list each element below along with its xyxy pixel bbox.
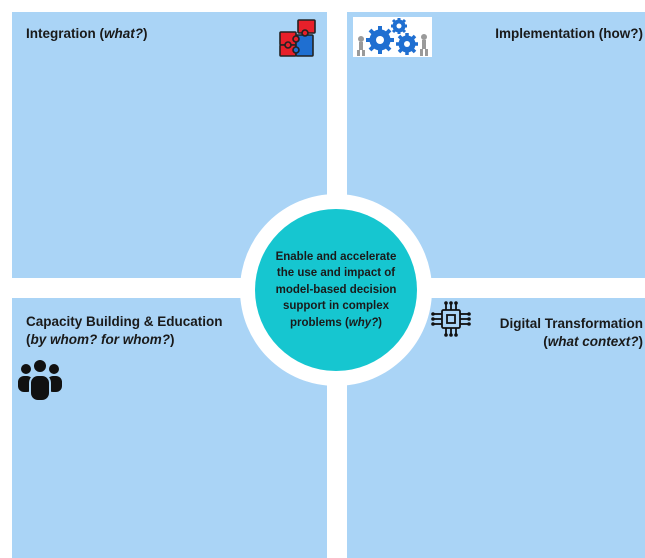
digital-transformation-title: Digital Transformation(what context?): [499, 316, 643, 349]
capacity-building-title: Capacity Building & Education(by whom? f…: [26, 314, 223, 347]
center-circle: Enable and accelerate the use and impact…: [255, 209, 417, 371]
people-icon: [15, 358, 65, 402]
implementation-title: Implementation (how?): [495, 26, 643, 41]
center-goal-text: Enable and accelerate the use and impact…: [275, 250, 397, 329]
integration-title: Integration (what?): [26, 26, 148, 41]
chip-icon: [430, 301, 472, 337]
gears-icon: [353, 17, 432, 57]
puzzle-icon: [277, 16, 319, 58]
